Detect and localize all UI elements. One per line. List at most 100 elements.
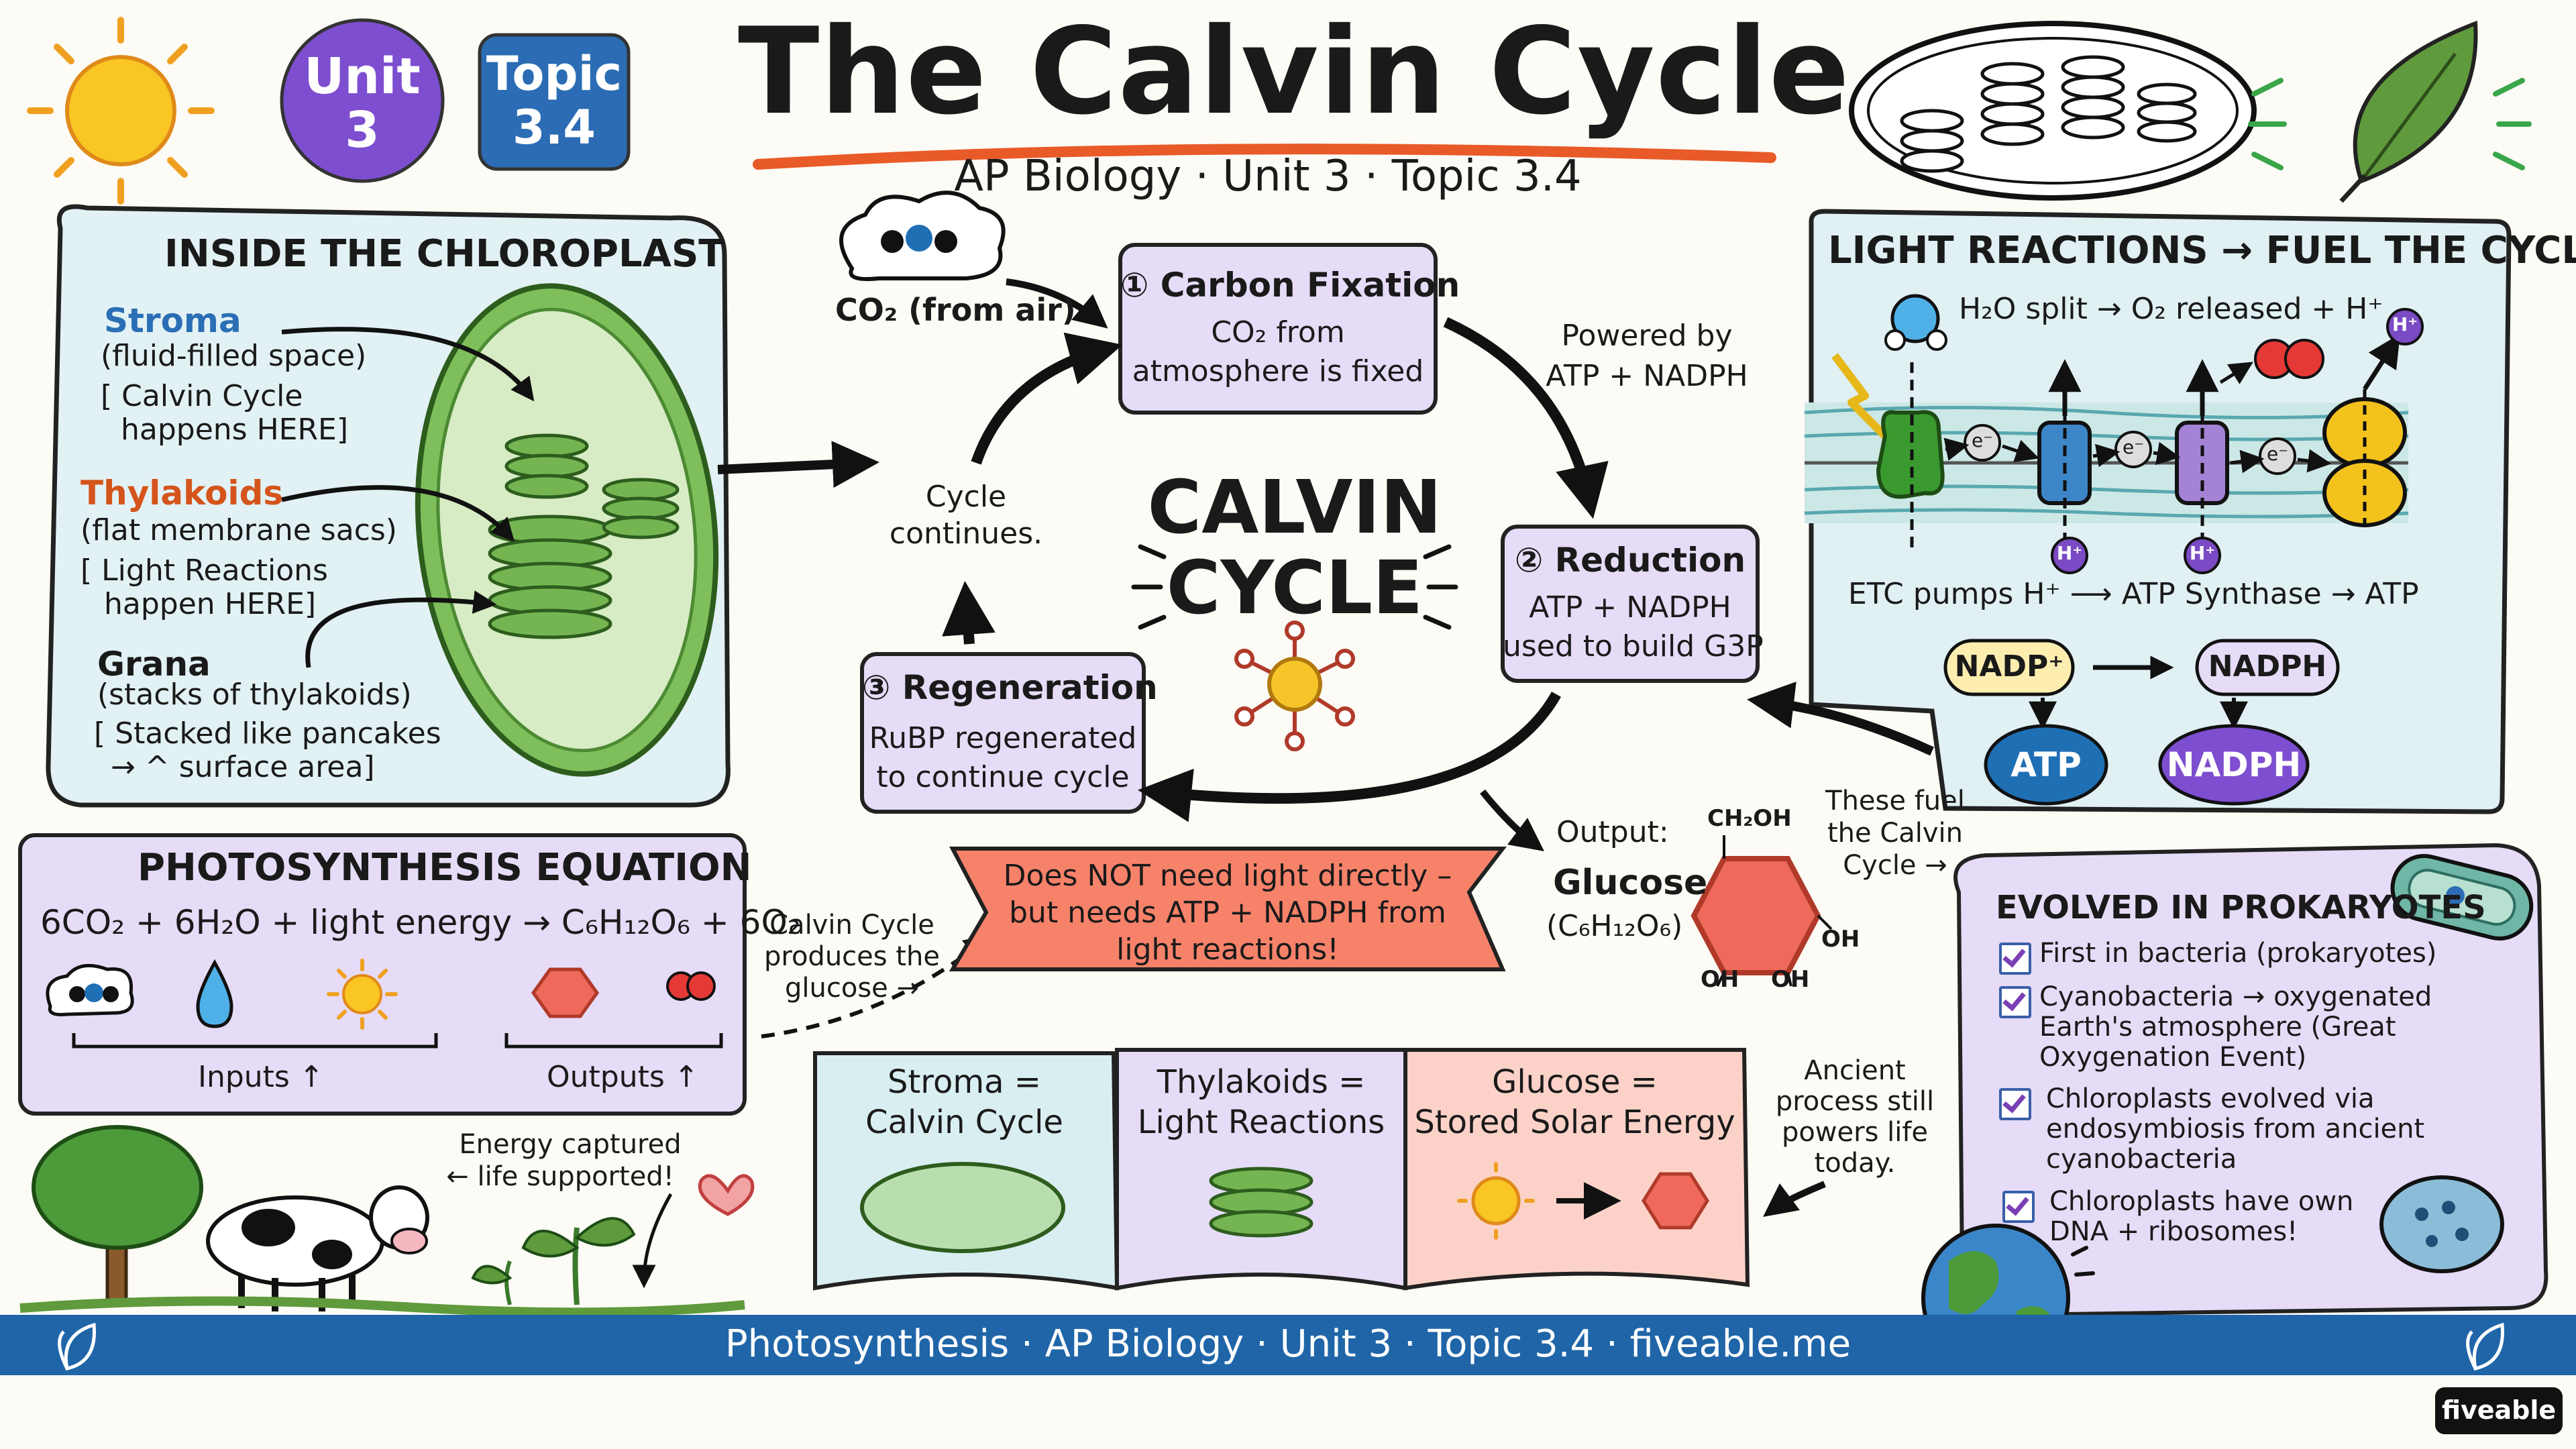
powered-by-2: ATP + NADPH (1546, 359, 1748, 393)
produces-2: produces the (764, 941, 940, 972)
footer-bar (0, 1315, 2576, 1375)
ch2oh-label: CH₂OH (1707, 805, 1792, 832)
fiveable-logo-text[interactable]: fiveable (2441, 1395, 2557, 1425)
step3-box (860, 652, 1146, 814)
summary-stroma-1: Stroma = (888, 1063, 1041, 1101)
stroma-desc: (fluid-filled space) (101, 339, 367, 373)
hplus-right: H⁺ (2189, 542, 2216, 564)
summary-glucose-2: Stored Solar Energy (1414, 1104, 1735, 1141)
produces-1: Calvin Cycle (769, 910, 934, 941)
stroma-cell-icon (860, 1162, 1065, 1253)
prokaryote-item-3c: cyanobacteria (2046, 1144, 2237, 1175)
cow-icon (206, 1185, 429, 1311)
glucose-label: Glucose (1553, 863, 1708, 903)
center-label-2: CYCLE (1166, 545, 1424, 631)
topic-badge-line2: 3.4 (512, 100, 596, 155)
fuel-note-1: These fuel (1825, 786, 1965, 816)
step3-title: ③ Regeneration (862, 668, 1158, 707)
step2-body-2: used to build G3P (1503, 629, 1764, 663)
electron-3: e⁻ (2266, 443, 2288, 465)
energy-note-2: ← life supported! (446, 1161, 674, 1192)
tree-icon (32, 1125, 203, 1303)
footer-text: Photosynthesis · AP Biology · Unit 3 · T… (724, 1322, 1851, 1366)
glucose-formula: (C₆H₁₂O₆) (1546, 909, 1683, 943)
light-banner (949, 847, 1507, 971)
chloroplast-heading: INSIDE THE CHLOROPLAST (164, 232, 724, 276)
prokaryote-item-4b: DNA + ribosomes! (2049, 1216, 2298, 1247)
atp-synthase-icon (2322, 333, 2407, 530)
fuel-note-3: Cycle → (1843, 850, 1947, 881)
equation-heading: PHOTOSYNTHESIS EQUATION (138, 846, 752, 890)
nadph-box-label: NADPH (2208, 649, 2327, 684)
grana-desc: (stacks of thylakoids) (97, 678, 412, 712)
summary-glucose-1: Glucose = (1492, 1063, 1658, 1101)
checkbox-4 (2002, 1191, 2035, 1223)
oh-label-right: OH (1821, 926, 1860, 953)
hplus-top: H⁺ (2392, 313, 2418, 335)
summary-stroma-2: Calvin Cycle (865, 1104, 1063, 1141)
step2-body-1: ATP + NADPH (1529, 590, 1731, 625)
step3-body-2: to continue cycle (876, 760, 1130, 794)
thylakoids-note-1: [ Light Reactions (80, 553, 328, 588)
glucose-icon (1690, 856, 1821, 975)
prokaryotes-heading: EVOLVED IN PROKARYOTES (1996, 889, 2486, 926)
leaf-icon (2248, 20, 2532, 203)
page-subtitle: AP Biology · Unit 3 · Topic 3.4 (954, 152, 1582, 201)
cyanobacteria-icon (2379, 1175, 2504, 1273)
small-sun-icon (327, 959, 398, 1030)
prokaryote-item-2b: Earth's atmosphere (Great (2039, 1012, 2396, 1042)
stroma-note-1: [ Calvin Cycle (101, 379, 303, 413)
fiveable-logo[interactable] (2435, 1387, 2563, 1434)
atp-label: ATP (2010, 745, 2082, 784)
etc-text: ETC pumps H⁺ ⟶ ATP Synthase → ATP (1848, 577, 2419, 611)
chloroplast-sketch-icon (1849, 21, 2257, 201)
hplus-left: H⁺ (2056, 542, 2083, 564)
thylakoids-note-2: happen HERE] (104, 587, 317, 621)
water-molecule-icon (1890, 294, 1940, 343)
checkbox-3 (1999, 1088, 2031, 1120)
thylakoids-desc: (flat membrane sacs) (80, 513, 397, 547)
stroma-label: Stroma (104, 301, 241, 340)
unit-badge-line2: 3 (345, 101, 380, 159)
atp-badge (1984, 724, 2108, 806)
banner-line1: Does NOT need light directly – (1003, 859, 1452, 893)
electron-1: e⁻ (1971, 429, 1993, 451)
step1-box (1118, 243, 1438, 415)
nadp-label: NADP⁺ (1954, 649, 2064, 684)
light-heading: LIGHT REACTIONS → FUEL THE CYCLE (1828, 229, 2576, 272)
topic-badge-line1: Topic (486, 46, 623, 101)
nadp-pill (1943, 639, 2075, 696)
molecule-icon (1131, 544, 1458, 751)
prokaryote-item-3a: Chloroplasts evolved via (2046, 1083, 2375, 1114)
water-split-text: H₂O split → O₂ released + H⁺ (1959, 292, 2383, 326)
thylakoid-stack-icon (1209, 1167, 1313, 1238)
nadph-badge (2158, 724, 2310, 806)
checkbox-1 (1999, 943, 2031, 975)
powered-by-1: Powered by (1561, 319, 1733, 353)
oh-label-mid: OH (1771, 966, 1810, 993)
heart-icon (698, 1174, 755, 1216)
equation-text: 6CO₂ + 6H₂O + light energy → C₆H₁₂O₆ + 6… (40, 903, 801, 942)
prokaryote-item-3b: endosymbiosis from ancient (2046, 1114, 2425, 1144)
co2-label: CO₂ (from air) (835, 292, 1076, 328)
step1-body-1: CO₂ from (1211, 315, 1345, 350)
prokaryote-item-2c: Oxygenation Event) (2039, 1042, 2307, 1073)
ancient-note-1: Ancient (1804, 1055, 1906, 1086)
cycle-continues-1: Cycle (925, 480, 1007, 514)
fuel-note-2: the Calvin (1827, 818, 1964, 849)
inputs-label: Inputs ↑ (198, 1060, 324, 1094)
glucose-small-icon (531, 967, 600, 1018)
sun-icon (27, 17, 215, 205)
ancient-note-3: powers life (1781, 1117, 1929, 1148)
summary-thylakoids-1: Thylakoids = (1157, 1063, 1366, 1101)
grana-note-1: [ Stacked like pancakes (94, 716, 441, 751)
banner-line3: light reactions! (1116, 932, 1339, 967)
ancient-note-2: process still (1775, 1086, 1935, 1117)
produces-3: glucose → (785, 973, 919, 1004)
step3-body-1: RuBP regenerated (869, 721, 1137, 755)
ancient-note-4: today. (1814, 1148, 1896, 1179)
footer-leaf-icon-right (2466, 1322, 2504, 1371)
footer-leaf-icon-left (58, 1322, 96, 1371)
nadph-pill (2195, 639, 2340, 696)
